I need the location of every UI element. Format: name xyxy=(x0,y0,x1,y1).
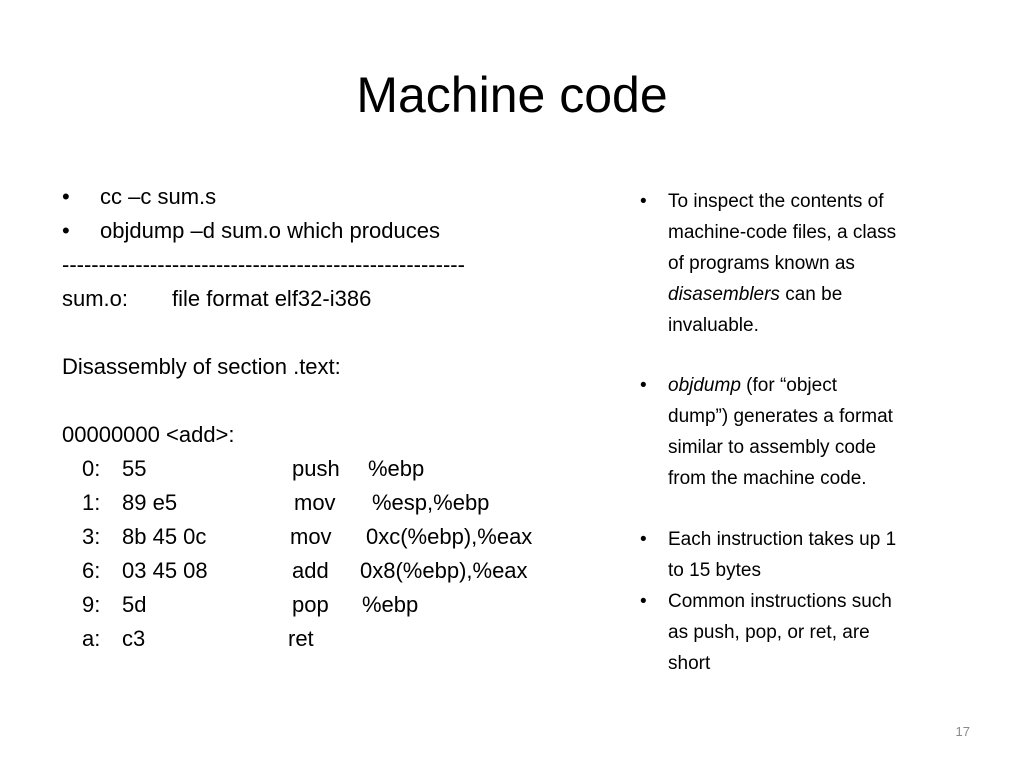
text-line: invaluable. xyxy=(668,315,759,336)
instruction-operands: %ebp xyxy=(368,456,425,481)
bullet-dot: • xyxy=(640,591,647,612)
instruction-opcode: push xyxy=(292,456,340,481)
symbol-line: 00000000 <add>: xyxy=(62,422,235,447)
page-number: 17 xyxy=(955,724,970,739)
text-line: objdump (for “object xyxy=(668,370,960,401)
instruction-operands: 0xc(%ebp),%eax xyxy=(366,524,533,549)
instruction-bytes: 55 xyxy=(122,456,147,481)
slide-title: Machine code xyxy=(356,67,668,123)
instruction-bytes: 8b 45 0c xyxy=(122,524,207,549)
text-line: disasemblers can be xyxy=(668,279,960,310)
instruction-address: 6: xyxy=(82,558,101,583)
text-line: dump”) generates a format xyxy=(668,406,893,427)
text-fragment: can be xyxy=(779,284,843,305)
text-fragment: (for “object xyxy=(740,375,837,396)
instruction-operands: %esp,%ebp xyxy=(372,490,490,515)
instruction-operands: 0x8(%ebp),%eax xyxy=(360,558,528,583)
instruction-operands: %ebp xyxy=(362,592,419,617)
instruction-address: 3: xyxy=(82,524,101,549)
objdump-term: objdump xyxy=(668,375,741,396)
instruction-bytes: c3 xyxy=(122,626,146,651)
instruction-bytes: 5d xyxy=(122,592,147,617)
instruction-opcode: pop xyxy=(292,592,329,617)
text-line: to 15 bytes xyxy=(668,560,761,581)
instruction-opcode: add xyxy=(292,558,329,583)
file-format: file format elf32-i386 xyxy=(172,286,372,311)
bullet-dot: • xyxy=(640,529,647,550)
text-line: short xyxy=(668,653,711,674)
text-line: machine-code files, a class xyxy=(668,222,897,243)
instruction-bytes: 89 e5 xyxy=(122,490,178,515)
file-label: sum.o: xyxy=(62,286,129,311)
text-line: of programs known as xyxy=(668,253,855,274)
section-line: Disassembly of section .text: xyxy=(62,354,341,379)
text-line: similar to assembly code xyxy=(668,437,877,458)
bullet-dot: • xyxy=(640,191,647,212)
bullet-dot: • xyxy=(62,184,70,209)
text-line: Common instructions such xyxy=(668,591,892,612)
disassemblers-term: disasemblers xyxy=(668,284,780,305)
bullet-text: objdump –d sum.o which produces xyxy=(100,218,440,243)
bullet-text: Common instructions such as push, pop, o… xyxy=(668,586,960,679)
instruction-address: 1: xyxy=(82,490,101,515)
bullet-text: Each instruction takes up 1 to 15 bytes xyxy=(668,524,960,586)
separator-line: ----------------------------------------… xyxy=(62,252,465,277)
instruction-address: 9: xyxy=(82,592,101,617)
bullet-text: To inspect the contents of machine-code … xyxy=(668,186,960,341)
text-line: from the machine code. xyxy=(668,468,867,489)
bullet-dot: • xyxy=(640,375,647,396)
instruction-address: 0: xyxy=(82,456,101,481)
instruction-address: a: xyxy=(82,626,101,651)
instruction-opcode: ret xyxy=(288,626,314,651)
bullet-dot: • xyxy=(62,218,70,243)
bullet-text: cc –c sum.s xyxy=(100,184,217,209)
text-line: as push, pop, or ret, are xyxy=(668,622,870,643)
bullet-text: objdump (for “object dump”) generates a … xyxy=(668,370,960,494)
instruction-bytes: 03 45 08 xyxy=(122,558,208,583)
text-line: To inspect the contents of xyxy=(668,191,884,212)
text-line: Each instruction takes up 1 xyxy=(668,529,897,550)
instruction-opcode: mov xyxy=(294,490,336,515)
instruction-opcode: mov xyxy=(290,524,332,549)
